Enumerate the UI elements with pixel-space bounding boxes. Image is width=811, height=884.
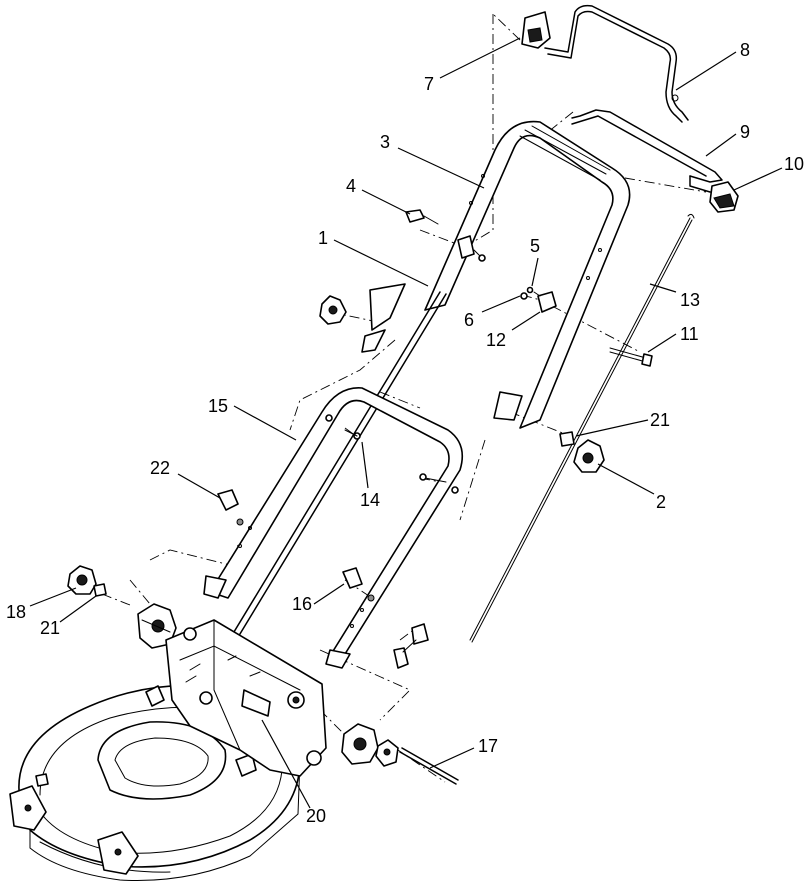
callout-1: 1 bbox=[318, 228, 328, 248]
callout-20: 20 bbox=[306, 806, 326, 826]
callout-12: 12 bbox=[486, 330, 506, 350]
callout-18: 18 bbox=[6, 602, 26, 622]
callout-15: 15 bbox=[208, 396, 228, 416]
cable-clip bbox=[457, 235, 486, 262]
clamp-16 bbox=[342, 567, 375, 602]
height-adjust-right bbox=[341, 723, 399, 767]
callout-21-left: 21 bbox=[40, 618, 60, 638]
control-bar bbox=[571, 109, 723, 193]
callout-16: 16 bbox=[292, 594, 312, 614]
callout-8: 8 bbox=[740, 40, 750, 60]
lower-handle bbox=[203, 387, 464, 669]
handle-bolt bbox=[609, 347, 653, 367]
callout-11: 11 bbox=[680, 324, 699, 344]
control-rod bbox=[219, 283, 447, 658]
upper-handle bbox=[424, 120, 631, 429]
callout-2: 2 bbox=[656, 492, 666, 512]
axle-rod bbox=[399, 747, 459, 785]
callout-6: 6 bbox=[464, 310, 474, 330]
callout-9: 9 bbox=[740, 122, 750, 142]
adjust-button-22 bbox=[217, 489, 244, 526]
callout-labels: 1 2 3 4 5 6 7 8 9 10 11 12 13 14 15 16 1… bbox=[6, 40, 804, 826]
bail-bracket bbox=[521, 11, 551, 49]
leader-lines bbox=[29, 37, 783, 809]
drive-cable bbox=[393, 213, 695, 669]
rear-bracket bbox=[165, 619, 327, 777]
star-knob-18 bbox=[67, 565, 107, 597]
callout-10: 10 bbox=[784, 154, 804, 174]
star-knob-upper bbox=[319, 295, 347, 325]
star-knob-2 bbox=[559, 431, 605, 473]
cable-tie bbox=[405, 209, 439, 225]
callout-17: 17 bbox=[478, 736, 498, 756]
callout-5: 5 bbox=[530, 236, 540, 256]
control-box bbox=[709, 181, 739, 213]
callout-13: 13 bbox=[680, 290, 700, 310]
callout-3: 3 bbox=[380, 132, 390, 152]
operator-bail bbox=[544, 4, 689, 123]
callout-22: 22 bbox=[150, 458, 170, 478]
pin-14 bbox=[344, 429, 447, 483]
callout-4: 4 bbox=[346, 176, 356, 196]
callout-7: 7 bbox=[424, 74, 434, 94]
hardware-5-6-12 bbox=[520, 286, 557, 313]
callout-14: 14 bbox=[360, 490, 380, 510]
callout-21-right: 21 bbox=[650, 410, 670, 430]
height-adjust-left bbox=[137, 603, 177, 649]
